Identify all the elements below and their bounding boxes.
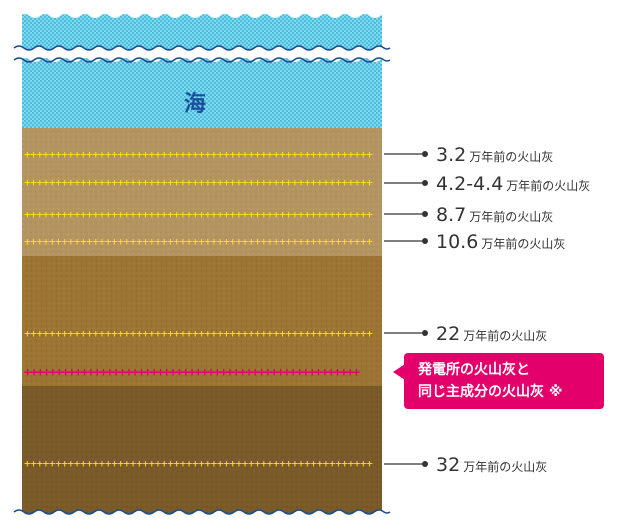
sea-label: 海 xyxy=(184,92,207,117)
ash-line-32: ++++++++++++++++++++++++++++++++++++++++… xyxy=(24,457,373,470)
leader-32 xyxy=(384,461,428,467)
callout-pointer xyxy=(393,364,405,380)
break-wave-line-bottom xyxy=(13,57,391,63)
leader-22 xyxy=(384,330,428,336)
stratum-lower xyxy=(22,386,382,514)
leader-4-2 xyxy=(384,180,428,186)
stratum-upper xyxy=(22,128,382,256)
top-wave-edge xyxy=(14,0,390,18)
ash-line-10-6: ++++++++++++++++++++++++++++++++++++++++… xyxy=(24,235,373,248)
sea-layer xyxy=(22,14,382,130)
bottom-wave-line xyxy=(13,509,391,515)
ash-line-4-2: ++++++++++++++++++++++++++++++++++++++++… xyxy=(24,176,373,189)
leader-3-2 xyxy=(384,151,428,157)
leader-10-6 xyxy=(384,238,428,244)
callout-line-2: 同じ主成分の火山灰 ※ xyxy=(418,384,563,400)
power-plant-ash-callout: 発電所の火山灰と 同じ主成分の火山灰 ※ xyxy=(404,353,604,409)
leader-8-7 xyxy=(384,211,428,217)
stratum-middle xyxy=(22,256,382,386)
break-wave-line-top xyxy=(13,45,391,51)
ash-line-3-2: ++++++++++++++++++++++++++++++++++++++++… xyxy=(24,148,373,161)
callout-line-1: 発電所の火山灰と xyxy=(418,362,530,378)
ash-line-8-7: ++++++++++++++++++++++++++++++++++++++++… xyxy=(24,208,373,221)
ash-line-22: ++++++++++++++++++++++++++++++++++++++++… xyxy=(24,327,373,340)
ash-line-power-plant: ++++++++++++++++++++++++++++++++++++++++… xyxy=(24,365,360,379)
